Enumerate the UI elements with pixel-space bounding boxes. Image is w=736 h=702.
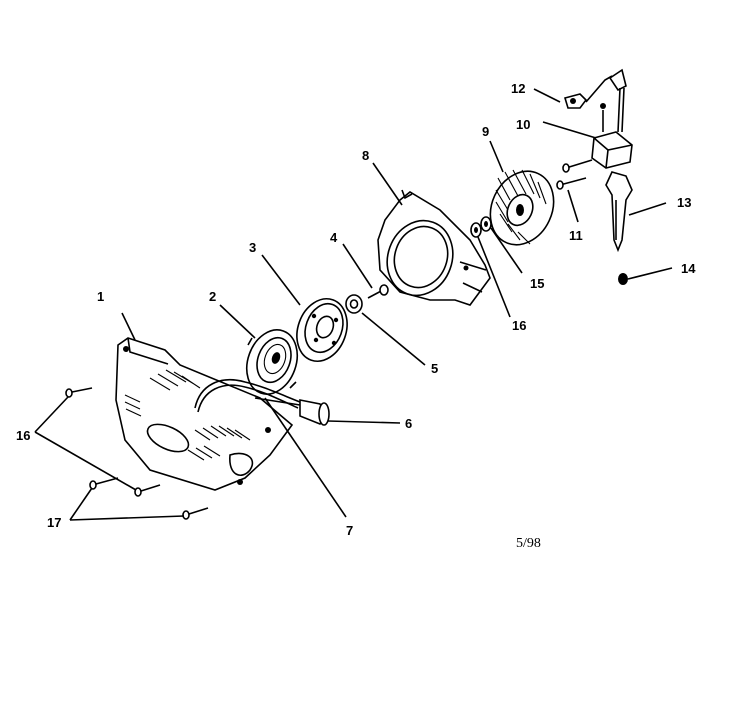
- callout-3: 3: [249, 240, 256, 255]
- part-grommet: [618, 273, 628, 285]
- callout-12: 12: [511, 81, 525, 96]
- callout-5: 5: [431, 361, 438, 376]
- part-ignition-lead: [605, 171, 633, 253]
- callout-6: 6: [405, 416, 412, 431]
- part-module-screws: [556, 159, 593, 190]
- part-starter-rope: [194, 379, 301, 413]
- date-code: 5/98: [516, 536, 541, 551]
- callout-15: 15: [530, 276, 544, 291]
- callout-4: 4: [330, 230, 338, 245]
- part-rope-handle: [254, 397, 330, 426]
- part-screw: [367, 284, 389, 299]
- part-pulley: [245, 329, 299, 395]
- callout-8: 8: [362, 148, 369, 163]
- part-starter-housing: [115, 337, 294, 491]
- callout-labels: 1 2 3 4 5 6 7 8 9 10 11 12 13 14 15 16 1…: [16, 81, 696, 551]
- part-fan-housing: [377, 189, 491, 306]
- callout-7: 7: [346, 523, 353, 538]
- part-ignition-module: [585, 68, 633, 169]
- callout-17: 17: [47, 515, 61, 530]
- part-housing-screws: [65, 387, 209, 520]
- part-spark-plug-boot: [563, 93, 588, 109]
- callout-14: 14: [681, 261, 696, 276]
- part-washer: [345, 294, 363, 314]
- callout-1: 1: [97, 289, 104, 304]
- callout-16-housing: 16: [16, 428, 30, 443]
- callout-16-fan: 16: [512, 318, 526, 333]
- part-nut: [480, 216, 492, 232]
- callout-11: 11: [569, 228, 583, 243]
- callout-2: 2: [209, 289, 216, 304]
- callout-10: 10: [516, 117, 530, 132]
- callout-9: 9: [482, 124, 489, 139]
- part-washer-small: [470, 222, 482, 238]
- part-rope-pulley: [296, 298, 348, 362]
- callout-13: 13: [677, 195, 691, 210]
- leader-lines: [34, 88, 673, 521]
- part-flywheel: [489, 169, 555, 246]
